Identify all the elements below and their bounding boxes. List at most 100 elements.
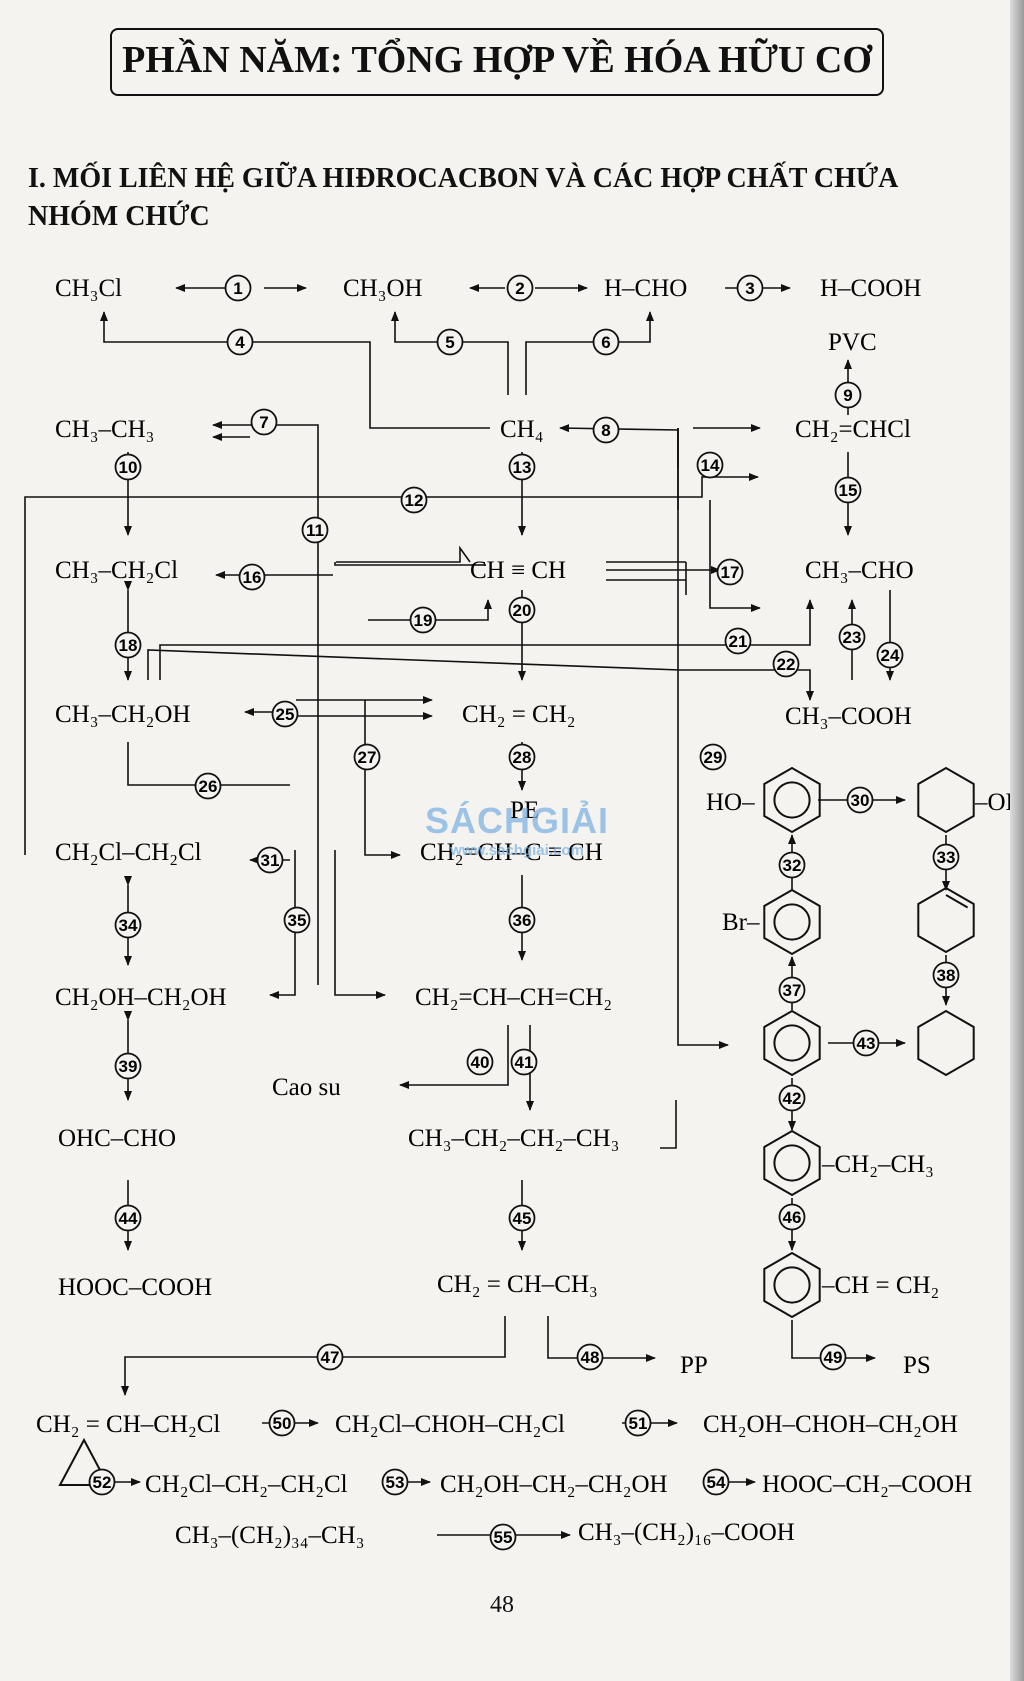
reaction-55-marker: 55 <box>489 1523 517 1551</box>
reaction-3-marker: 3 <box>736 274 764 302</box>
svg-text:50: 50 <box>273 1414 292 1433</box>
svg-text:17: 17 <box>721 563 740 582</box>
reaction-29-marker: 29 <box>699 743 727 771</box>
connector-line <box>368 599 492 621</box>
reaction-5-marker: 5 <box>436 328 464 356</box>
svg-text:32: 32 <box>783 856 802 875</box>
svg-text:3: 3 <box>745 279 754 298</box>
watermark-logo: SÁCHGIẢI <box>424 800 609 841</box>
connector-line <box>791 1320 876 1362</box>
compound-ethyl-chloride: CH₃–CH₂Cl <box>55 557 178 584</box>
compound-hcooh: H–COOH <box>820 275 921 302</box>
connector-line <box>660 1100 677 1149</box>
compound-acetaldehyde: CH₃–CHO <box>805 557 914 584</box>
reaction-27-marker: 27 <box>353 743 381 771</box>
watermark-url: www.sachgiai.com <box>450 842 584 859</box>
connector-line <box>525 311 654 395</box>
compound-ethylbenzene-suffix: –CH₂–CH₃ <box>821 1151 934 1178</box>
svg-text:51: 51 <box>629 1414 648 1433</box>
reaction-13-marker: 13 <box>508 453 536 481</box>
compound-styrene-suffix: –CH = CH₂ <box>821 1272 939 1299</box>
svg-text:34: 34 <box>119 916 138 935</box>
reaction-23-marker: 23 <box>838 623 866 651</box>
compound-butadiene: CH₂=CH–CH=CH₂ <box>415 984 612 1011</box>
connector-lines <box>24 284 950 1539</box>
compound-malonic-acid: HOOC–CH₂–COOH <box>762 1471 972 1498</box>
svg-text:28: 28 <box>513 748 532 767</box>
svg-text:54: 54 <box>707 1473 726 1492</box>
compound-hexatriacontane: CH₃–(CH₂)₃₄–CH₃ <box>175 1522 364 1549</box>
svg-text:29: 29 <box>704 748 723 767</box>
connector-line <box>159 599 814 680</box>
reaction-32-marker: 32 <box>778 851 806 879</box>
reaction-35-marker: 35 <box>283 906 311 934</box>
svg-text:2: 2 <box>515 279 524 298</box>
reaction-8-marker: 8 <box>592 416 620 444</box>
svg-text:25: 25 <box>276 705 295 724</box>
page-edge <box>1010 0 1024 1681</box>
svg-text:26: 26 <box>199 777 218 796</box>
connector-line <box>547 1316 656 1362</box>
reaction-52-marker: 52 <box>88 1468 116 1496</box>
reaction-54-marker: 54 <box>702 1468 730 1496</box>
svg-text:46: 46 <box>783 1208 802 1227</box>
connector-line <box>121 1316 506 1396</box>
compound-oxalic-acid: HOOC–COOH <box>58 1274 212 1301</box>
bromobenzene-ring <box>763 888 821 956</box>
reaction-37-marker: 37 <box>778 976 806 1004</box>
section-heading: I. MỐI LIÊN HỆ GIỮA HIĐROCACBON VÀ CÁC H… <box>28 163 897 232</box>
reaction-30-marker: 30 <box>846 786 874 814</box>
reaction-6-marker: 6 <box>592 328 620 356</box>
compound-bromobenzene-prefix: Br– <box>722 909 760 936</box>
reaction-51-marker: 51 <box>624 1409 652 1437</box>
reaction-20-marker: 20 <box>508 596 536 624</box>
reaction-31-marker: 31 <box>256 846 284 874</box>
connector-line <box>709 500 761 612</box>
reaction-17-marker: 17 <box>716 558 744 586</box>
reaction-22-marker: 22 <box>772 650 800 678</box>
ring-structures <box>58 766 975 1486</box>
svg-text:40: 40 <box>471 1053 490 1072</box>
connector-line <box>336 545 471 563</box>
compound-ethylene-glycol: CH₂OH–CH₂OH <box>55 984 227 1011</box>
compound-phenol-prefix: HO– <box>706 789 755 816</box>
svg-text:8: 8 <box>601 421 610 440</box>
svg-text:44: 44 <box>119 1209 138 1228</box>
compound-ethanol: CH₃–CH₂OH <box>55 701 191 728</box>
connector-line <box>677 428 729 1049</box>
compound-glyoxal: OHC–CHO <box>58 1125 176 1152</box>
connector-line <box>127 742 290 786</box>
cyclohexane-ring <box>917 1009 975 1077</box>
cyclopropane-triangle <box>58 1437 110 1486</box>
reaction-9-marker: 9 <box>834 381 862 409</box>
reaction-2-marker: 2 <box>506 274 534 302</box>
svg-text:9: 9 <box>843 386 852 405</box>
reaction-50-marker: 50 <box>268 1409 296 1437</box>
svg-text:45: 45 <box>513 1209 532 1228</box>
connector-line <box>212 421 319 520</box>
reaction-11-marker: 11 <box>301 516 329 544</box>
svg-text:52: 52 <box>93 1473 112 1492</box>
svg-text:15: 15 <box>839 481 858 500</box>
compound-propene: CH₂ = CH–CH₃ <box>437 1271 598 1298</box>
svg-text:55: 55 <box>494 1528 513 1547</box>
reaction-43-marker: 43 <box>852 1029 880 1057</box>
reaction-1-marker: 1 <box>224 274 252 302</box>
svg-text:36: 36 <box>513 911 532 930</box>
connector-line <box>559 424 679 468</box>
watermark: SÁCHGIẢI www.sachgiai.com <box>412 800 622 859</box>
compound-pvc: PVC <box>828 329 877 356</box>
svg-text:22: 22 <box>777 655 796 674</box>
svg-text:1: 1 <box>233 279 242 298</box>
reaction-44-marker: 44 <box>114 1204 142 1232</box>
compound-rubber: Cao su <box>272 1074 341 1101</box>
reaction-42-marker: 42 <box>778 1084 806 1112</box>
reaction-45-marker: 45 <box>508 1204 536 1232</box>
compound-stearic-acid: CH₃–(CH₂)₁₆–COOH <box>578 1519 795 1546</box>
svg-text:27: 27 <box>358 748 377 767</box>
svg-text:31: 31 <box>261 851 280 870</box>
compound-hcho: H–CHO <box>604 275 687 302</box>
compound-pe: PE <box>510 797 539 824</box>
